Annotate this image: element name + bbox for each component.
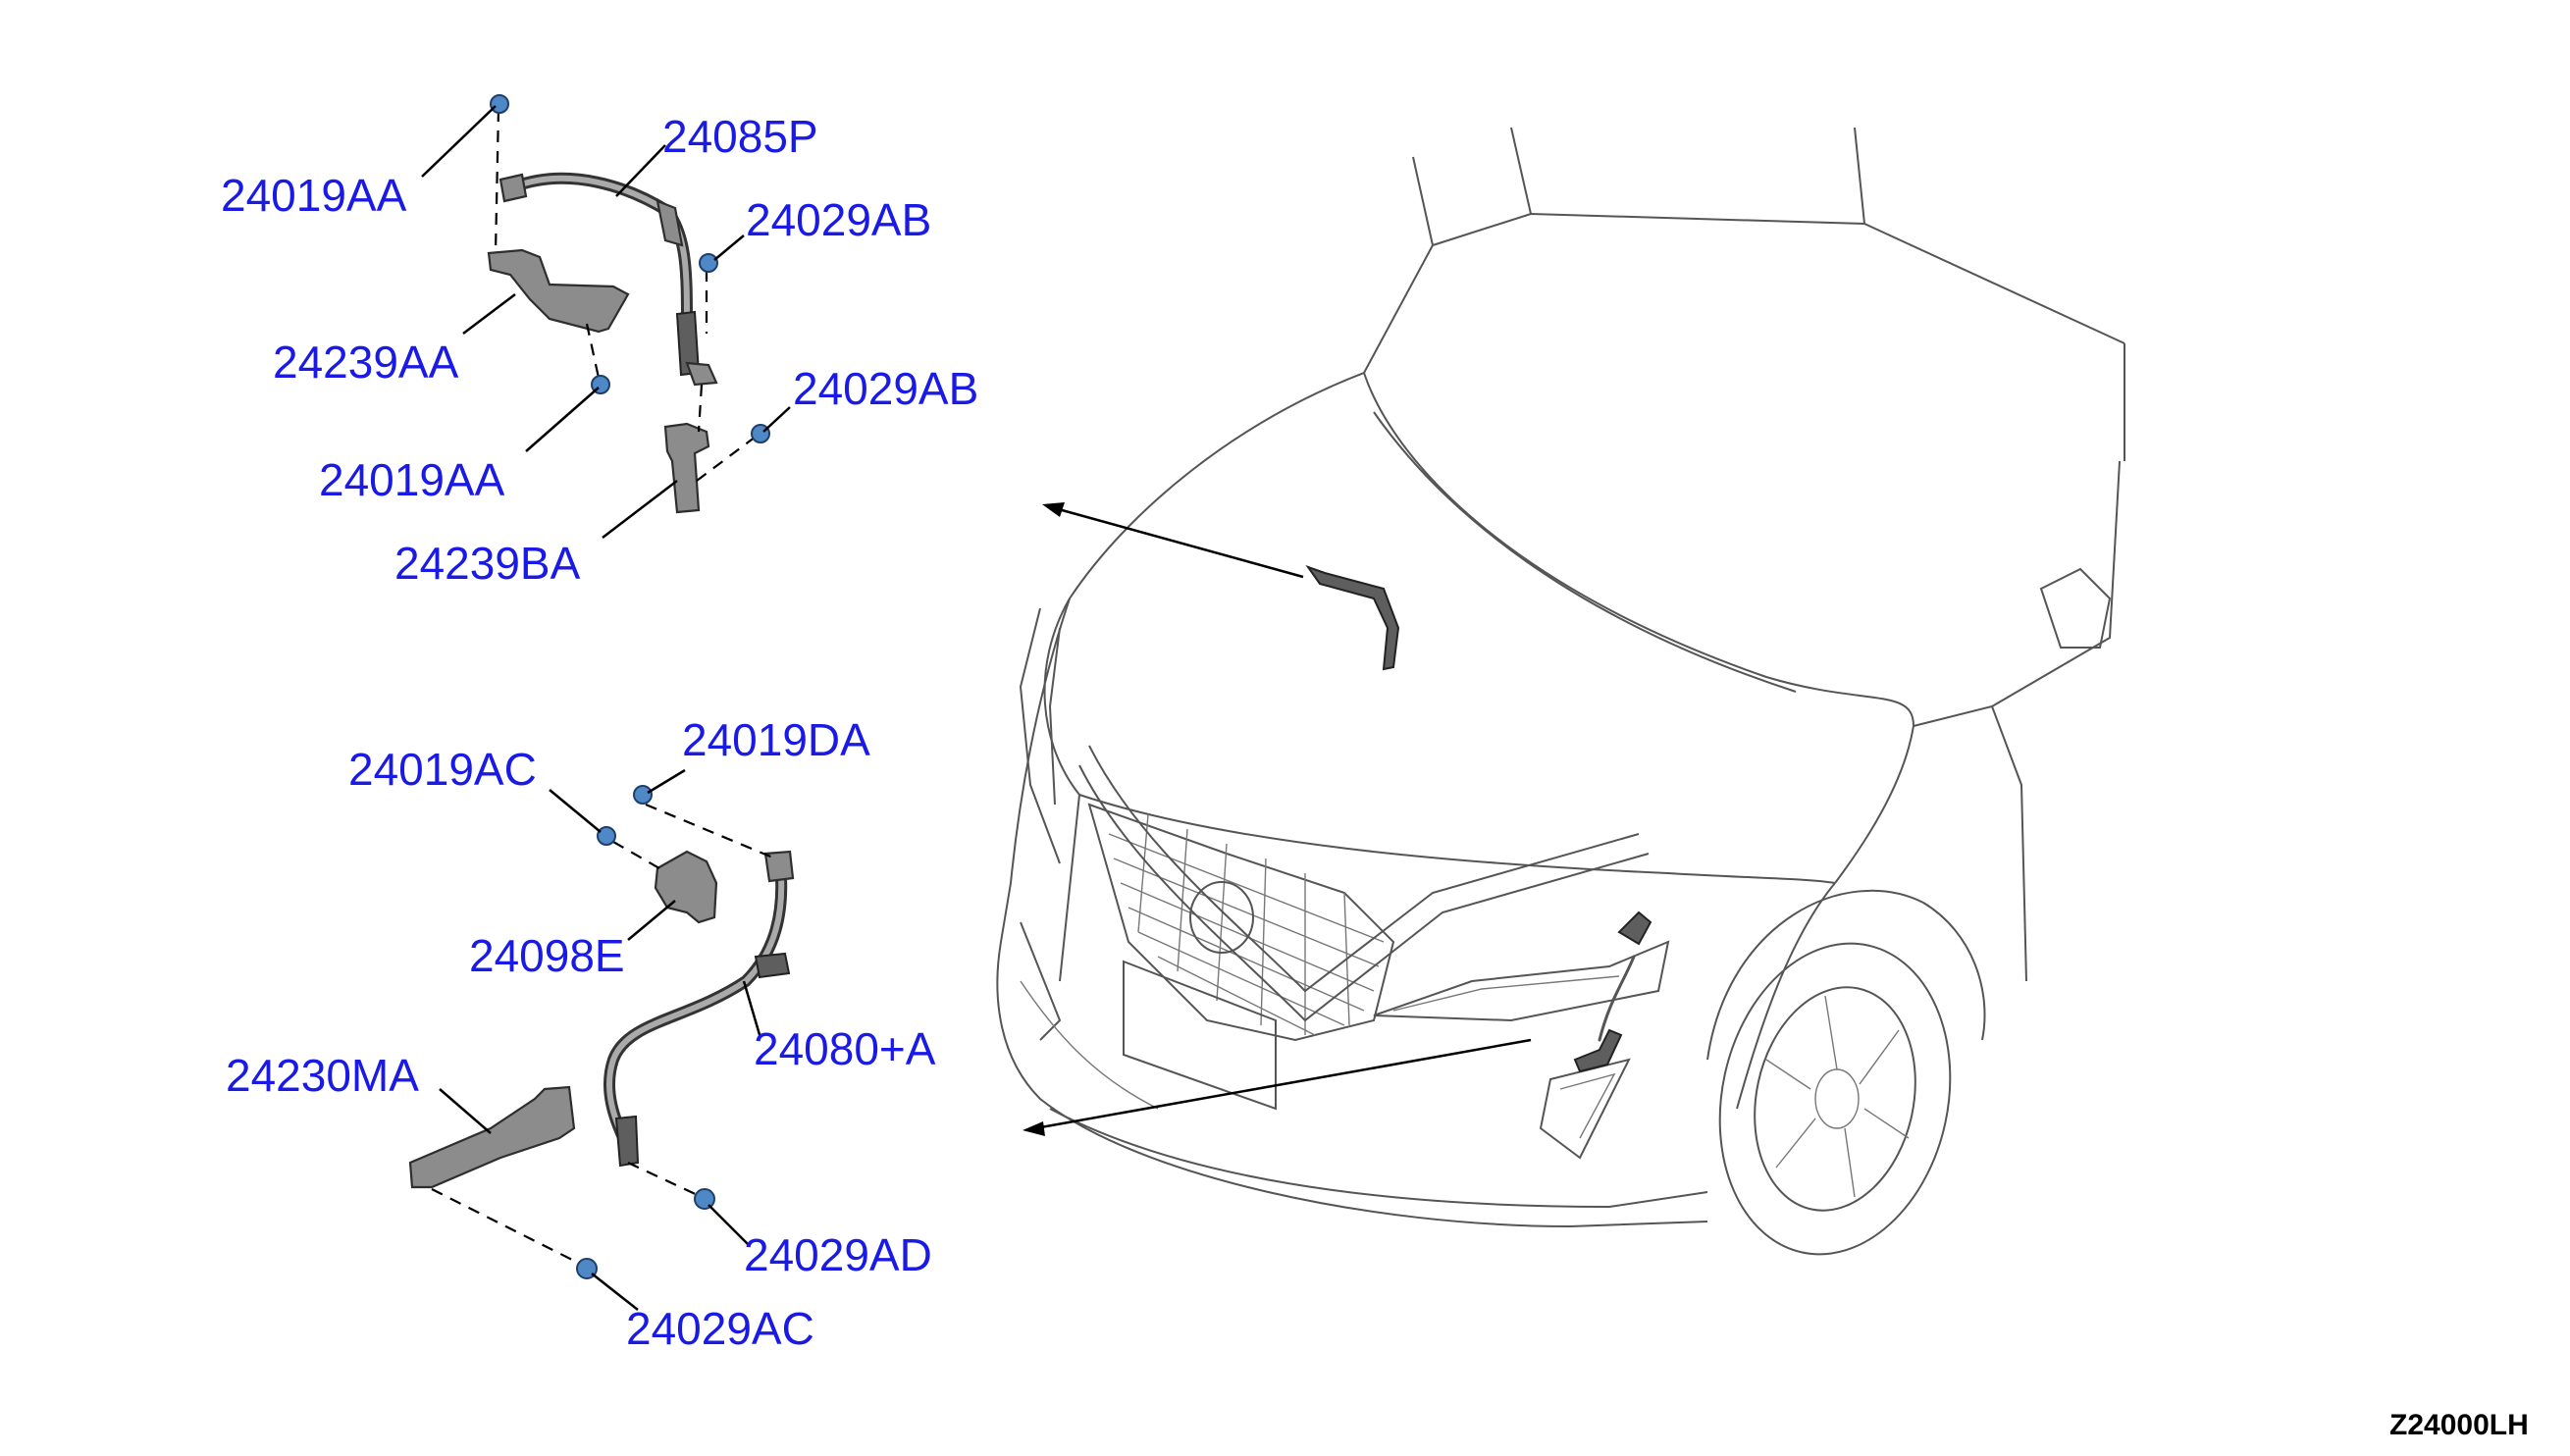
callout-labels: 24019AA 24085P 24029AB 24239AA 24029AB 2… bbox=[221, 111, 2529, 1441]
vehicle-outline bbox=[996, 127, 2125, 1256]
callout-24230MA: 24230MA bbox=[226, 1050, 419, 1101]
callout-24080A: 24080+A bbox=[754, 1023, 936, 1074]
bolt-24019AC bbox=[597, 826, 616, 846]
callout-24029AB-lower: 24029AB bbox=[793, 363, 978, 414]
callout-24029AB-upper: 24029AB bbox=[746, 194, 931, 245]
callout-24019AA-lower: 24019AA bbox=[319, 454, 505, 505]
bolt-24019DA bbox=[633, 785, 653, 805]
callout-24239AA: 24239AA bbox=[273, 337, 459, 388]
bracket-24239AA bbox=[487, 248, 630, 334]
callout-24019DA: 24019DA bbox=[682, 714, 870, 765]
callout-24019AA-top: 24019AA bbox=[221, 170, 407, 221]
callout-24029AD: 24029AD bbox=[744, 1229, 932, 1280]
callout-24085P: 24085P bbox=[662, 111, 818, 162]
upper-assembly bbox=[421, 94, 791, 539]
lower-assembly bbox=[408, 768, 795, 1311]
bolt-24029AD bbox=[694, 1188, 715, 1210]
callout-24029AC: 24029AC bbox=[626, 1303, 814, 1354]
bracket-24098E bbox=[654, 850, 718, 924]
diagram-code: Z24000LH bbox=[2389, 1409, 2529, 1441]
bolt-24029AB-upper bbox=[699, 253, 718, 273]
callout-24239BA: 24239BA bbox=[394, 538, 581, 589]
location-arrows bbox=[1023, 502, 1532, 1136]
callout-24019AC: 24019AC bbox=[348, 744, 537, 795]
bolt-24019AA-top bbox=[490, 94, 509, 114]
callout-24098E: 24098E bbox=[469, 930, 625, 981]
bracket-24230MA bbox=[408, 1085, 576, 1189]
bracket-24239BA bbox=[663, 422, 710, 514]
